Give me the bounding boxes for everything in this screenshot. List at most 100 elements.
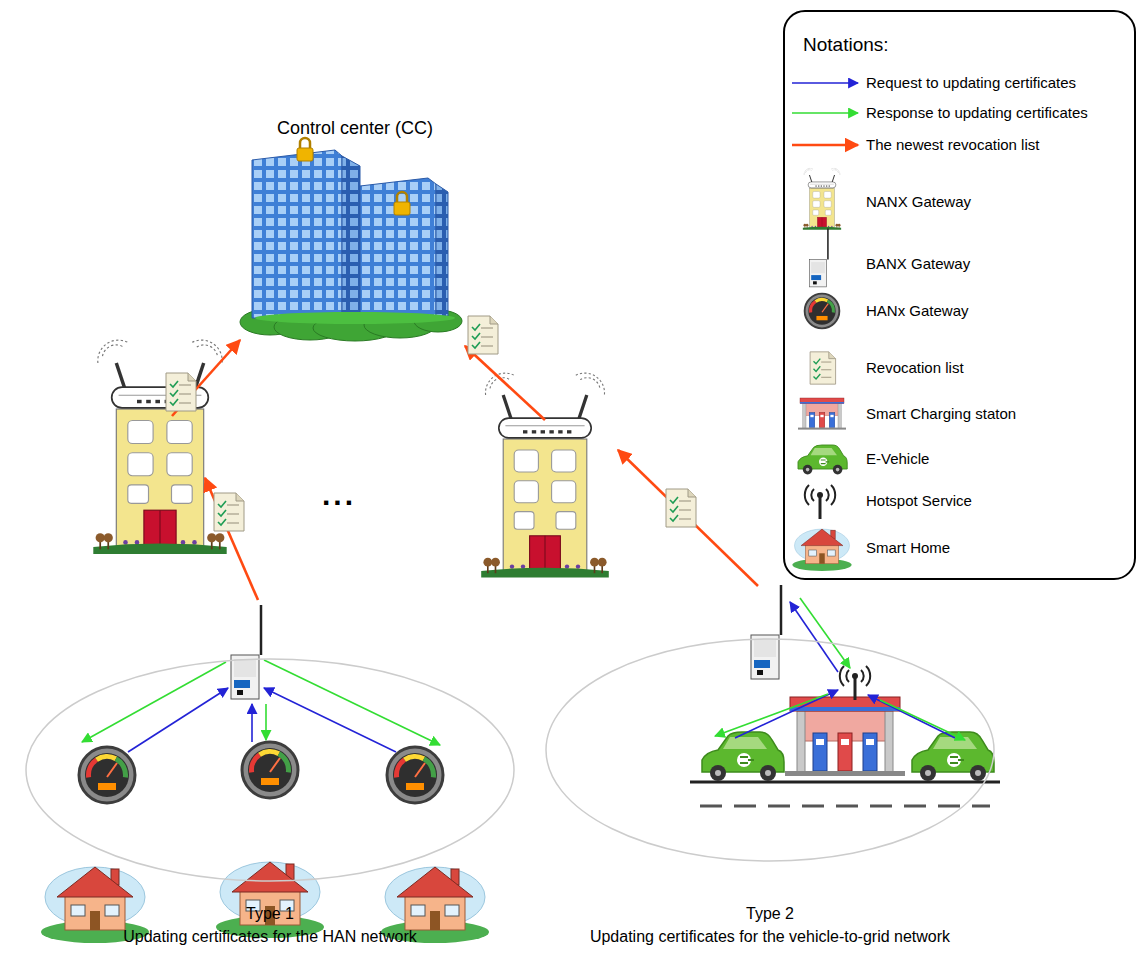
legend-han-icon [805,294,840,329]
illustration-part [415,763,425,777]
illustration-part [472,324,480,330]
illustration-part [231,655,259,699]
illustration-part [360,178,436,318]
revocation-arrow [465,346,545,420]
illustration-part [188,373,196,381]
illustration-part [813,281,817,284]
illustration-part [760,765,776,781]
control-center-building [240,138,462,341]
illustration-part [679,509,691,511]
illustration-part [821,369,831,370]
illustration-part [811,226,812,227]
legend-label: Smart Home [866,539,950,557]
illustration-part [840,666,870,686]
illustration-part [598,558,607,567]
illustration-part [93,544,226,554]
illustration-part [754,639,776,657]
illustration-part [815,185,816,187]
illustration-part [123,540,128,545]
response-arrow [800,598,850,668]
illustration-part [86,758,98,778]
illustration-part [809,550,817,556]
response-arrow [265,704,267,740]
illustration-part [854,678,857,700]
illustration-part [833,465,843,475]
illustration-part [278,752,291,773]
illustration-part [836,468,840,472]
illustration-part [116,409,203,547]
legend-hotspot-icon [805,485,835,519]
illustration-part [831,168,840,175]
illustration-part [813,201,820,208]
illustration-part [823,185,824,187]
illustration-part [885,711,893,773]
region-outline [545,638,995,950]
node-caption: Updating certificates for the HAN networ… [123,928,416,946]
response-arrow [82,662,226,742]
illustration-part [827,229,829,260]
illustration-part [227,513,239,515]
illustration-part [751,635,779,679]
illustration-part [806,545,839,564]
illustration-part [90,911,100,930]
request-arrow [868,695,955,738]
illustration-part [811,448,837,455]
illustration-part [679,500,691,502]
illustration-part [483,558,492,567]
illustration-part [468,316,498,354]
illustration-part [503,439,587,571]
illustration-part [813,210,819,215]
illustration-part [544,536,545,571]
illustration-part [819,412,825,427]
illustration-part [819,497,822,519]
nan-gateway [481,373,609,578]
illustration-part [227,522,239,524]
illustration-part [170,399,178,405]
padlock [297,138,313,161]
legend-ban-icon [809,229,828,287]
illustration-part [688,489,696,497]
legend-label: NANX Gateway [866,193,971,211]
illustration-part [240,890,300,925]
illustration-part [825,210,831,215]
illustration-part [816,739,824,745]
illustration-part [822,217,823,228]
illustration-part [98,340,128,363]
illustration-part [300,138,310,148]
illustration-part [866,739,874,745]
illustration-part [510,564,514,568]
illustration-part [128,485,149,503]
illustration-part [822,304,828,313]
illustration-part [806,170,812,173]
revocation-arrow [792,144,858,147]
padlock [394,192,410,215]
nan-gateway [93,340,226,554]
illustration-part [532,430,536,433]
illustration-part [920,765,936,781]
illustration-part [472,333,480,339]
router [98,340,222,408]
ban-gateway [231,605,261,699]
illustration-part [155,400,160,403]
region-ellipse [546,639,994,861]
illustration-part [115,757,128,778]
illustration-part [95,754,117,762]
request-arrow [735,690,838,738]
response-arrow [715,694,828,736]
illustration-part [523,430,527,433]
response-arrow [792,112,858,114]
illustration-part [472,342,480,348]
illustration-part [800,402,844,404]
illustration-part [821,361,831,362]
illustration-part [809,300,816,312]
legend-label: Response to updating certificates [866,104,1088,122]
illustration-part [481,568,609,578]
illustration-part [234,680,250,688]
illustration-part [342,156,360,318]
illustration-part [826,185,827,187]
illustration-part [406,783,424,790]
legend-nan-icon [803,168,841,229]
illustration-part [829,412,835,427]
illustration-part [144,510,176,547]
illustration-part [237,690,243,695]
